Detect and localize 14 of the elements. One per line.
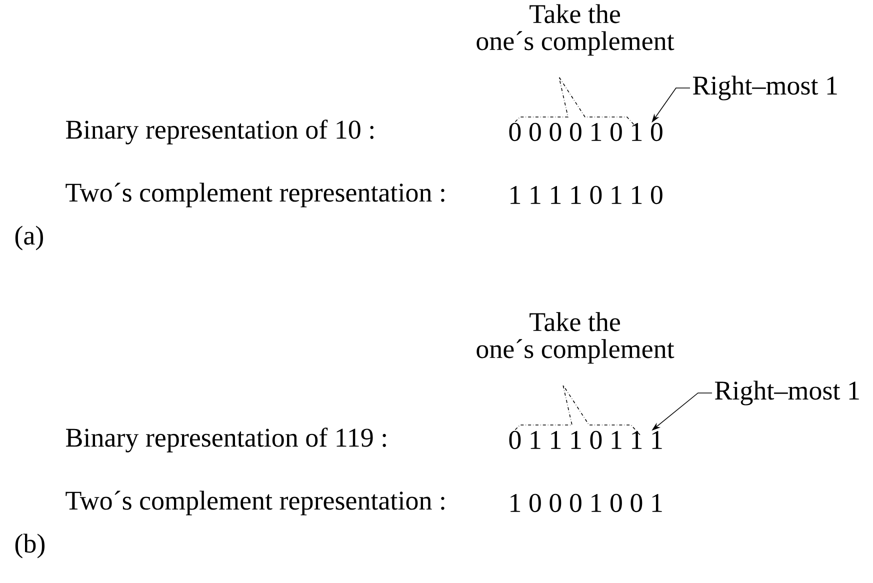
callout-text: Right–most 1 (714, 380, 859, 406)
panel-label: (a) (15, 226, 43, 250)
binary-number: 0 0 0 0 1 0 1 0 (509, 122, 662, 142)
row-label: Binary representation of 10 : (66, 120, 374, 144)
row-label: Two´s complement representation : (66, 490, 444, 516)
binary-number: 1 0 0 0 1 0 0 1 (510, 494, 662, 512)
callout-text: Right–most 1 (692, 76, 837, 100)
row-label: Binary representation of 119 : (66, 428, 386, 452)
callout-text: Take the one´s complement (476, 312, 674, 364)
panel-label: (b) (15, 534, 44, 558)
binary-number: 0 1 1 1 0 1 1 1 (509, 430, 662, 450)
callout-text: Take the one´s complement (476, 4, 674, 56)
binary-number: 1 1 1 1 0 1 1 0 (510, 186, 662, 204)
row-label: Two´s complement representation : (66, 182, 444, 208)
